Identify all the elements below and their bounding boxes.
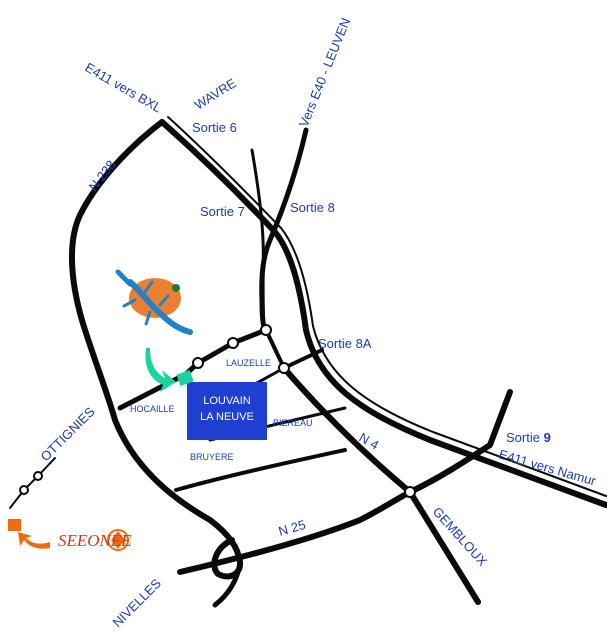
node-mid xyxy=(227,337,239,349)
lizard-logo-icon xyxy=(115,269,193,335)
orange-arrow-icon xyxy=(18,532,50,549)
n4-road xyxy=(281,365,481,605)
node-biereau xyxy=(278,362,290,374)
green-marker-icon xyxy=(176,369,194,387)
nivelles-road xyxy=(212,559,243,608)
seeonee-logo-text: SEEONEE xyxy=(58,531,132,550)
n25-label: N 25 xyxy=(277,517,308,539)
sortie8-label: Sortie 8 xyxy=(290,200,335,215)
e40-leuven-label: Vers E40 - LEUVEN xyxy=(296,16,353,129)
nivelles-label: NIVELLES xyxy=(110,575,165,630)
seeonee-emblem-icon xyxy=(107,529,129,551)
orange-square-icon xyxy=(8,519,21,531)
louvain-la-neuve-box[interactable]: LOUVAIN LA NEUVE xyxy=(187,382,267,440)
bruyere-road xyxy=(174,448,347,492)
node-lauzelle xyxy=(260,324,272,336)
sortie8a-label: Sortie 8A xyxy=(318,336,372,351)
hocaille-label: HOCAILLE xyxy=(130,404,175,414)
city-box-bg xyxy=(187,382,267,440)
e411-motorway xyxy=(159,116,607,508)
e411-bxl-label: E411 vers BXL xyxy=(83,60,165,116)
e40-road xyxy=(259,127,309,333)
n238-label: N 238 xyxy=(86,157,119,194)
city-box-line1: LOUVAIN xyxy=(203,395,251,407)
junction-nodes xyxy=(192,324,416,498)
city-box-line2: LA NEUVE xyxy=(200,411,254,423)
lauzelle-label: LAUZELLE xyxy=(226,358,271,368)
n25-road xyxy=(177,389,513,575)
wavre-label: WAVRE xyxy=(192,75,239,112)
node-hocaille xyxy=(192,357,204,369)
ottignies-rail xyxy=(9,457,56,509)
node-gembloux xyxy=(404,486,416,498)
sortie6-label: Sortie 6 xyxy=(192,120,237,135)
green-arrow-icon xyxy=(145,348,176,392)
sortie9-label: Sortie 9 xyxy=(506,430,551,445)
biereau-label: BIEREAU xyxy=(273,418,313,428)
ottignies-label: OTTIGNIES xyxy=(38,404,98,464)
bruyere-label: BRUYERE xyxy=(190,452,234,462)
n238-road xyxy=(69,119,244,580)
sortie7-label: Sortie 7 xyxy=(200,204,245,219)
